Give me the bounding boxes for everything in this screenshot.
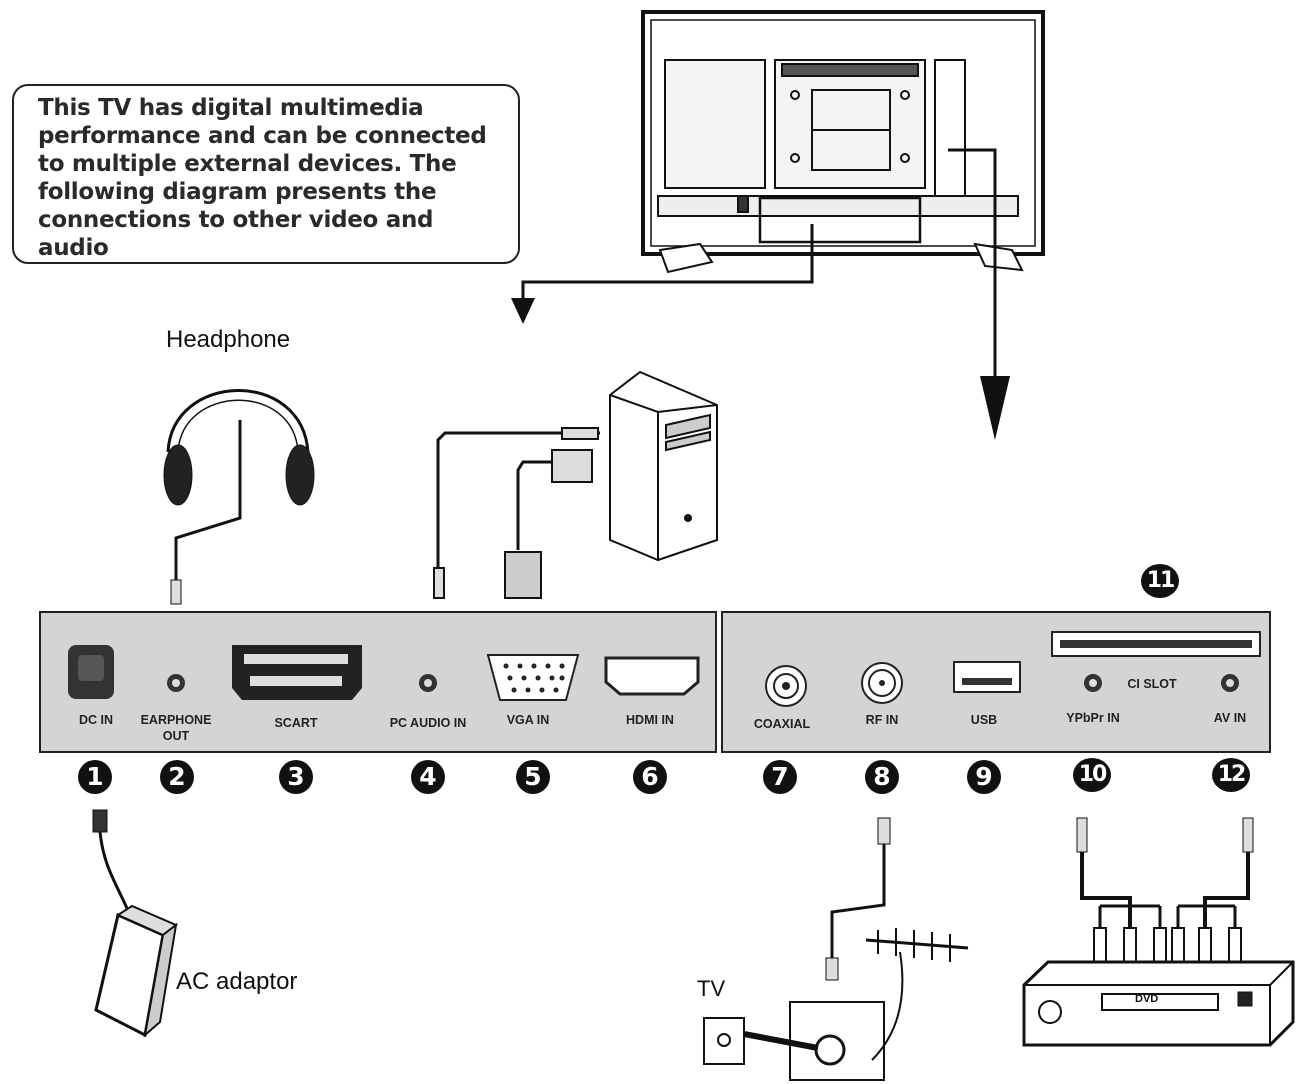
headphone-label: Headphone [166,326,291,353]
headphone-illustration [163,389,315,605]
port-number-9: 9 [967,760,1001,794]
intro-line: connections to other video and audio [38,207,434,261]
dvd-label: DVD [1135,993,1159,1005]
tv-socket-label: TV [697,976,726,1001]
left-port-panel [39,611,717,753]
intro-line: This TV has digital multimedia [38,95,424,121]
dvd-player-illustration [1022,817,1295,1047]
port-number-6: 6 [633,760,667,794]
port-number-3: 3 [279,760,313,794]
intro-line: following diagram presents the [38,179,437,205]
intro-line: performance and can be connected [38,123,487,149]
port-number-1: 1 [78,760,112,794]
port-label-usb: USB [970,713,998,727]
antenna-illustration [703,817,969,1081]
port-label-dc-in: DC IN [78,713,114,727]
pointer-arrows [511,148,1010,440]
port-label-pc-audio-in: PC AUDIO IN [389,716,467,730]
port-number-2: 2 [160,760,194,794]
tv-back-illustration [641,10,1045,274]
ac-adaptor-label: AC adaptor [176,968,298,995]
right-port-panel [721,611,1271,753]
port-number-4: 4 [411,760,445,794]
port-label-coaxial: COAXIAL [753,717,811,731]
port-label-av-in: AV IN [1213,711,1247,725]
intro-text: This TV has digital multimedia performan… [38,94,508,262]
ac-adaptor-illustration [92,809,178,1038]
port-number-11: 11 [1141,564,1179,598]
port-number-7: 7 [763,760,797,794]
port-label-vga-in: VGA IN [506,713,550,727]
port-label-scart: SCART [274,716,318,730]
pc-tower-illustration [433,370,718,599]
port-label-earphone-out: EARPHONE OUT [140,713,212,743]
port-number-5: 5 [516,760,550,794]
port-number-10: 10 [1073,758,1111,792]
intro-line: to multiple external devices. The [38,151,457,177]
port-label-ci-slot: CI SLOT [1127,677,1177,691]
port-label-rf-in: RF IN [865,713,899,727]
port-label-ypbpr-in: YPbPr IN [1066,711,1120,725]
port-label-hdmi-in: HDMI IN [626,713,674,727]
intro-box [12,84,520,264]
port-number-8: 8 [865,760,899,794]
port-number-12: 12 [1212,758,1250,792]
